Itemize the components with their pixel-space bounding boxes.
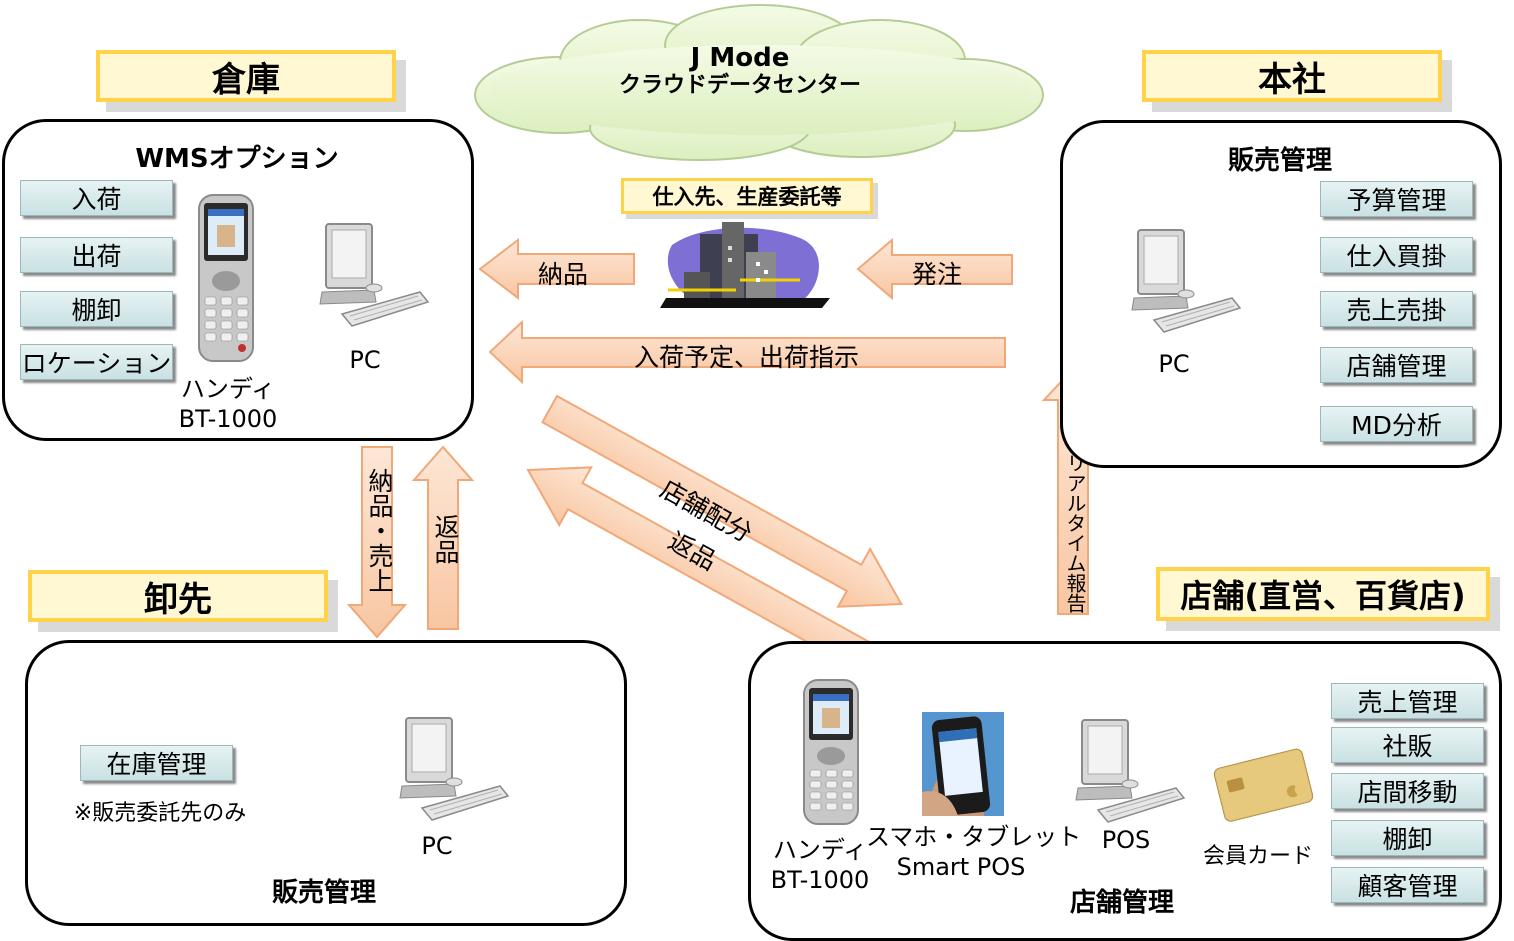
handy-terminal-icon xyxy=(803,679,859,825)
store-chip-customer: 顧客管理 xyxy=(1331,867,1484,903)
pc-icon xyxy=(399,717,510,821)
arrow-delivery-label: 納品 xyxy=(538,260,589,289)
warehouse-handy-label: ハンディ BT-1000 xyxy=(168,374,288,434)
store-smart-label: スマホ・タブレット Smart POS xyxy=(866,822,1082,882)
warehouse-panel-title: WMSオプション xyxy=(135,144,339,174)
store-pos-label: POS xyxy=(1101,826,1151,854)
store-title: 店舗(直営、百貨店) xyxy=(1156,567,1490,621)
hq-chip-sales: 売上売掛 xyxy=(1320,291,1473,327)
store-handy-model: BT-1000 xyxy=(770,866,870,894)
wholesaler-panel xyxy=(25,640,627,926)
warehouse-chip-shipping: 出荷 xyxy=(20,237,173,273)
arrow-order xyxy=(856,237,1013,301)
store-panel-title: 店舗管理 xyxy=(1069,888,1174,918)
hq-chip-budget: 予算管理 xyxy=(1320,181,1473,217)
hq-panel-title: 販売管理 xyxy=(1227,146,1332,176)
store-chip-transfer: 店間移動 xyxy=(1331,773,1484,809)
cloud-label: J Mode クラウドデータセンター xyxy=(590,44,890,100)
warehouse-handy-model: BT-1000 xyxy=(178,405,278,433)
hq-chip-purchase: 仕入買掛 xyxy=(1320,237,1473,273)
factory-icon xyxy=(660,222,830,308)
cloud-title: J Mode xyxy=(690,43,790,73)
pc-icon xyxy=(319,223,430,327)
warehouse-pc-label: PC xyxy=(349,346,381,374)
arrow-delivery xyxy=(478,237,635,301)
pc-icon xyxy=(1131,229,1242,333)
hq-chip-store-mgmt: 店舗管理 xyxy=(1320,347,1473,383)
warehouse-chip-receiving: 入荷 xyxy=(20,180,173,216)
store-card-label: 会員カード xyxy=(1202,844,1313,869)
wholesaler-chip-inventory: 在庫管理 xyxy=(80,745,233,781)
arrow-return-left-label: 返品 xyxy=(431,514,460,564)
store-handy-label: ハンディ BT-1000 xyxy=(760,835,880,895)
wholesaler-panel-title: 販売管理 xyxy=(271,878,376,908)
cloud-subtitle: クラウドデータセンター xyxy=(618,73,861,98)
arrow-deliver-sales-label: 納品・売上 xyxy=(365,468,394,593)
arrow-plan-label: 入荷予定、出荷指示 xyxy=(634,343,860,372)
store-smart-pos: Smart POS xyxy=(896,853,1026,881)
member-card-icon xyxy=(1213,748,1314,822)
pos-terminal-icon xyxy=(1075,719,1186,823)
smartphone-icon xyxy=(922,712,1004,816)
hq-title: 本社 xyxy=(1142,50,1442,102)
wholesaler-note: ※販売委託先のみ xyxy=(73,801,247,826)
wholesaler-pc-label: PC xyxy=(421,832,453,860)
hq-chip-md: MD分析 xyxy=(1320,406,1473,442)
warehouse-chip-location: ロケーション xyxy=(20,344,173,380)
warehouse-handy-name: ハンディ xyxy=(180,375,276,403)
arrow-store-alloc xyxy=(541,394,904,608)
handy-terminal-icon xyxy=(198,194,254,362)
supplier-label: 仕入先、生産委託等 xyxy=(621,178,873,214)
arrow-return-left xyxy=(411,445,475,630)
arrow-deliver-sales xyxy=(346,446,408,639)
store-handy-name: ハンディ xyxy=(772,836,868,864)
wholesaler-title: 卸先 xyxy=(28,570,328,622)
store-chip-employee-sales: 社販 xyxy=(1331,727,1484,763)
store-chip-stocktake: 棚卸 xyxy=(1331,820,1484,856)
hq-pc-label: PC xyxy=(1158,350,1190,378)
warehouse-title: 倉庫 xyxy=(96,50,396,102)
store-chip-sales: 売上管理 xyxy=(1331,683,1484,719)
arrow-order-label: 発注 xyxy=(912,260,963,289)
store-smart-device: スマホ・タブレット xyxy=(866,823,1082,851)
warehouse-chip-stocktake: 棚卸 xyxy=(20,291,173,327)
arrow-plan xyxy=(488,319,1006,385)
